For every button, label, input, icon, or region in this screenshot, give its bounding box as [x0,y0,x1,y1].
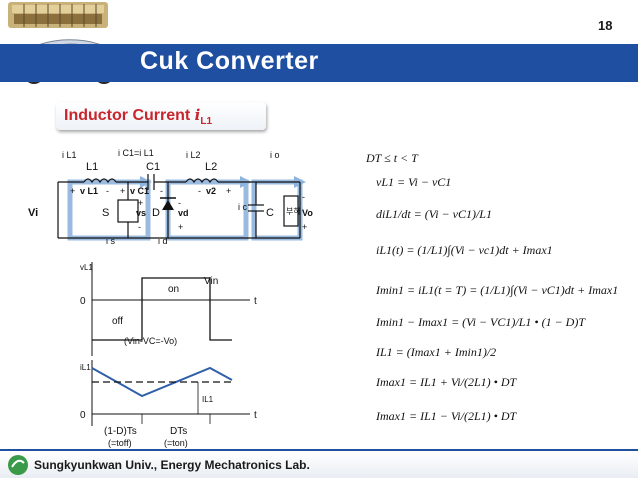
label-vl2: v2 [206,186,216,196]
eq-6: Imin1 − Imax1 = (Vi − VC1)/L1 • (1 − D)T [375,315,586,329]
eq-5: Imin1 = iL1(t = T) = (1/L1)∫(Vi − vC1)dt… [375,283,618,297]
label-on-sub: (=ton) [164,438,188,448]
il1-waveform [91,360,250,426]
eq-1: DT ≤ t < T [365,151,419,165]
label-vl1-minus: - [106,186,109,196]
slide-title: Cuk Converter [140,47,319,75]
label-vo: Vo [302,208,313,218]
eq-8: Imax1 = IL1 + Vi/(2L1) • DT [375,375,517,389]
label-t-1: t [254,296,257,307]
vl1-waveform [91,262,250,356]
lab-logo-icon [8,455,28,475]
label-vi: Vi [28,207,38,219]
label-il1-axis: iL1 [80,363,91,372]
title-bar [0,44,638,82]
label-vl1-axis: vL1 [80,263,93,272]
equations: DT ≤ t < T vL1 = Vi − vC1 diL1/dt = (Vi … [365,151,618,423]
eq-4: iL1(t) = (1/L1)∫(Vi − vc1)dt + Imax1 [376,243,553,257]
footer-bar [0,452,638,478]
label-vo-minus: - [302,192,305,202]
label-negative: (Vin-VC=-Vo) [124,336,177,346]
circuit-labels: i L1 L1 i C1=i L1 C1 i L2 L2 i o + v L1 … [28,148,313,246]
subtitle-box [56,102,266,130]
vl1-labels: vL1 0 t Vin on off (Vin-VC=-Vo) [80,263,257,346]
label-vd: vd [178,208,189,218]
footer-line [0,449,638,451]
label-is: i s [106,236,116,246]
il1-labels: iL1 0 t IL1 (1-D)Ts (=toff) DTs (=ton) [80,363,257,448]
label-id: i d [158,236,168,246]
battery-pack-image [8,2,108,28]
label-vs-minus: - [138,222,141,232]
label-vc1-plus: + [120,186,125,196]
label-c: C [266,207,274,219]
label-vin: Vin [204,276,218,287]
eq-2: vL1 = Vi − vC1 [376,175,451,189]
label-c1: C1 [146,161,160,173]
label-il2: i L2 [186,150,201,160]
label-off-sub: (=toff) [108,438,132,448]
label-d: D [152,207,160,219]
label-vl2-minus: - [198,186,201,196]
label-io: i o [270,150,280,160]
label-off: off [112,316,123,327]
label-vc1: v C1 [130,186,149,196]
label-l2: L2 [205,161,217,173]
label-off-time: (1-D)Ts [104,426,137,437]
label-ic1: i C1=i L1 [118,148,154,158]
circuit-wires [57,174,301,239]
page-number: 18 [598,18,613,33]
slide-subtitle: Inductor Current iL1 [64,106,213,128]
label-vs-plus: + [138,198,143,208]
label-zero-2: 0 [80,410,86,421]
label-l1: L1 [86,161,98,173]
eq-9: Imax1 = IL1 − Vi/(2L1) • DT [375,409,517,423]
label-vd-plus: + [178,222,183,232]
label-il1: i L1 [62,150,77,160]
label-vc1-minus: - [160,186,163,196]
label-vo-plus: + [302,222,307,232]
eq-7: IL1 = (Imax1 + Imin1)/2 [375,345,496,359]
eq-3: diL1/dt = (Vi − vC1)/L1 [376,207,492,221]
label-zero-1: 0 [80,296,86,307]
label-vd-minus: - [178,198,181,208]
diode-symbol [160,197,176,210]
label-vl1: v L1 [80,186,98,196]
label-ic: i c [238,202,248,212]
label-vs: vs [136,208,146,218]
label-il1-avg: IL1 [202,395,214,404]
label-vl1-plus: + [70,186,75,196]
label-s: S [102,207,109,219]
label-vl2-plus: + [226,186,231,196]
footer-text: Sungkyunkwan Univ., Energy Mechatronics … [34,458,310,472]
label-on: on [168,284,179,295]
label-on-time: DTs [170,426,187,437]
label-t-2: t [254,410,257,421]
label-load: 부하 [286,206,301,216]
